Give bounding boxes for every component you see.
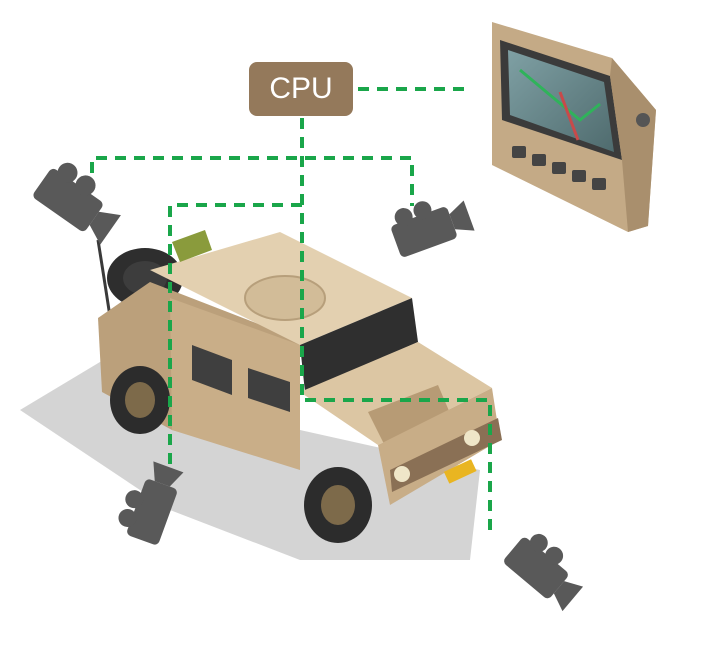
cpu-box: CPU — [249, 62, 353, 116]
link-lines — [90, 87, 492, 536]
video-camera-icon — [33, 162, 121, 245]
video-camera-icon — [391, 200, 475, 257]
video-camera-icon — [504, 533, 584, 612]
cpu-label: CPU — [269, 72, 333, 105]
link-cpu-top-cameras — [90, 156, 414, 206]
link-cpu-rear-camera — [168, 203, 302, 468]
link-cpu-trunk — [300, 118, 492, 536]
military-vehicle-icon — [96, 230, 502, 543]
video-camera-icon — [118, 461, 184, 545]
tactical-display-icon — [492, 22, 656, 232]
